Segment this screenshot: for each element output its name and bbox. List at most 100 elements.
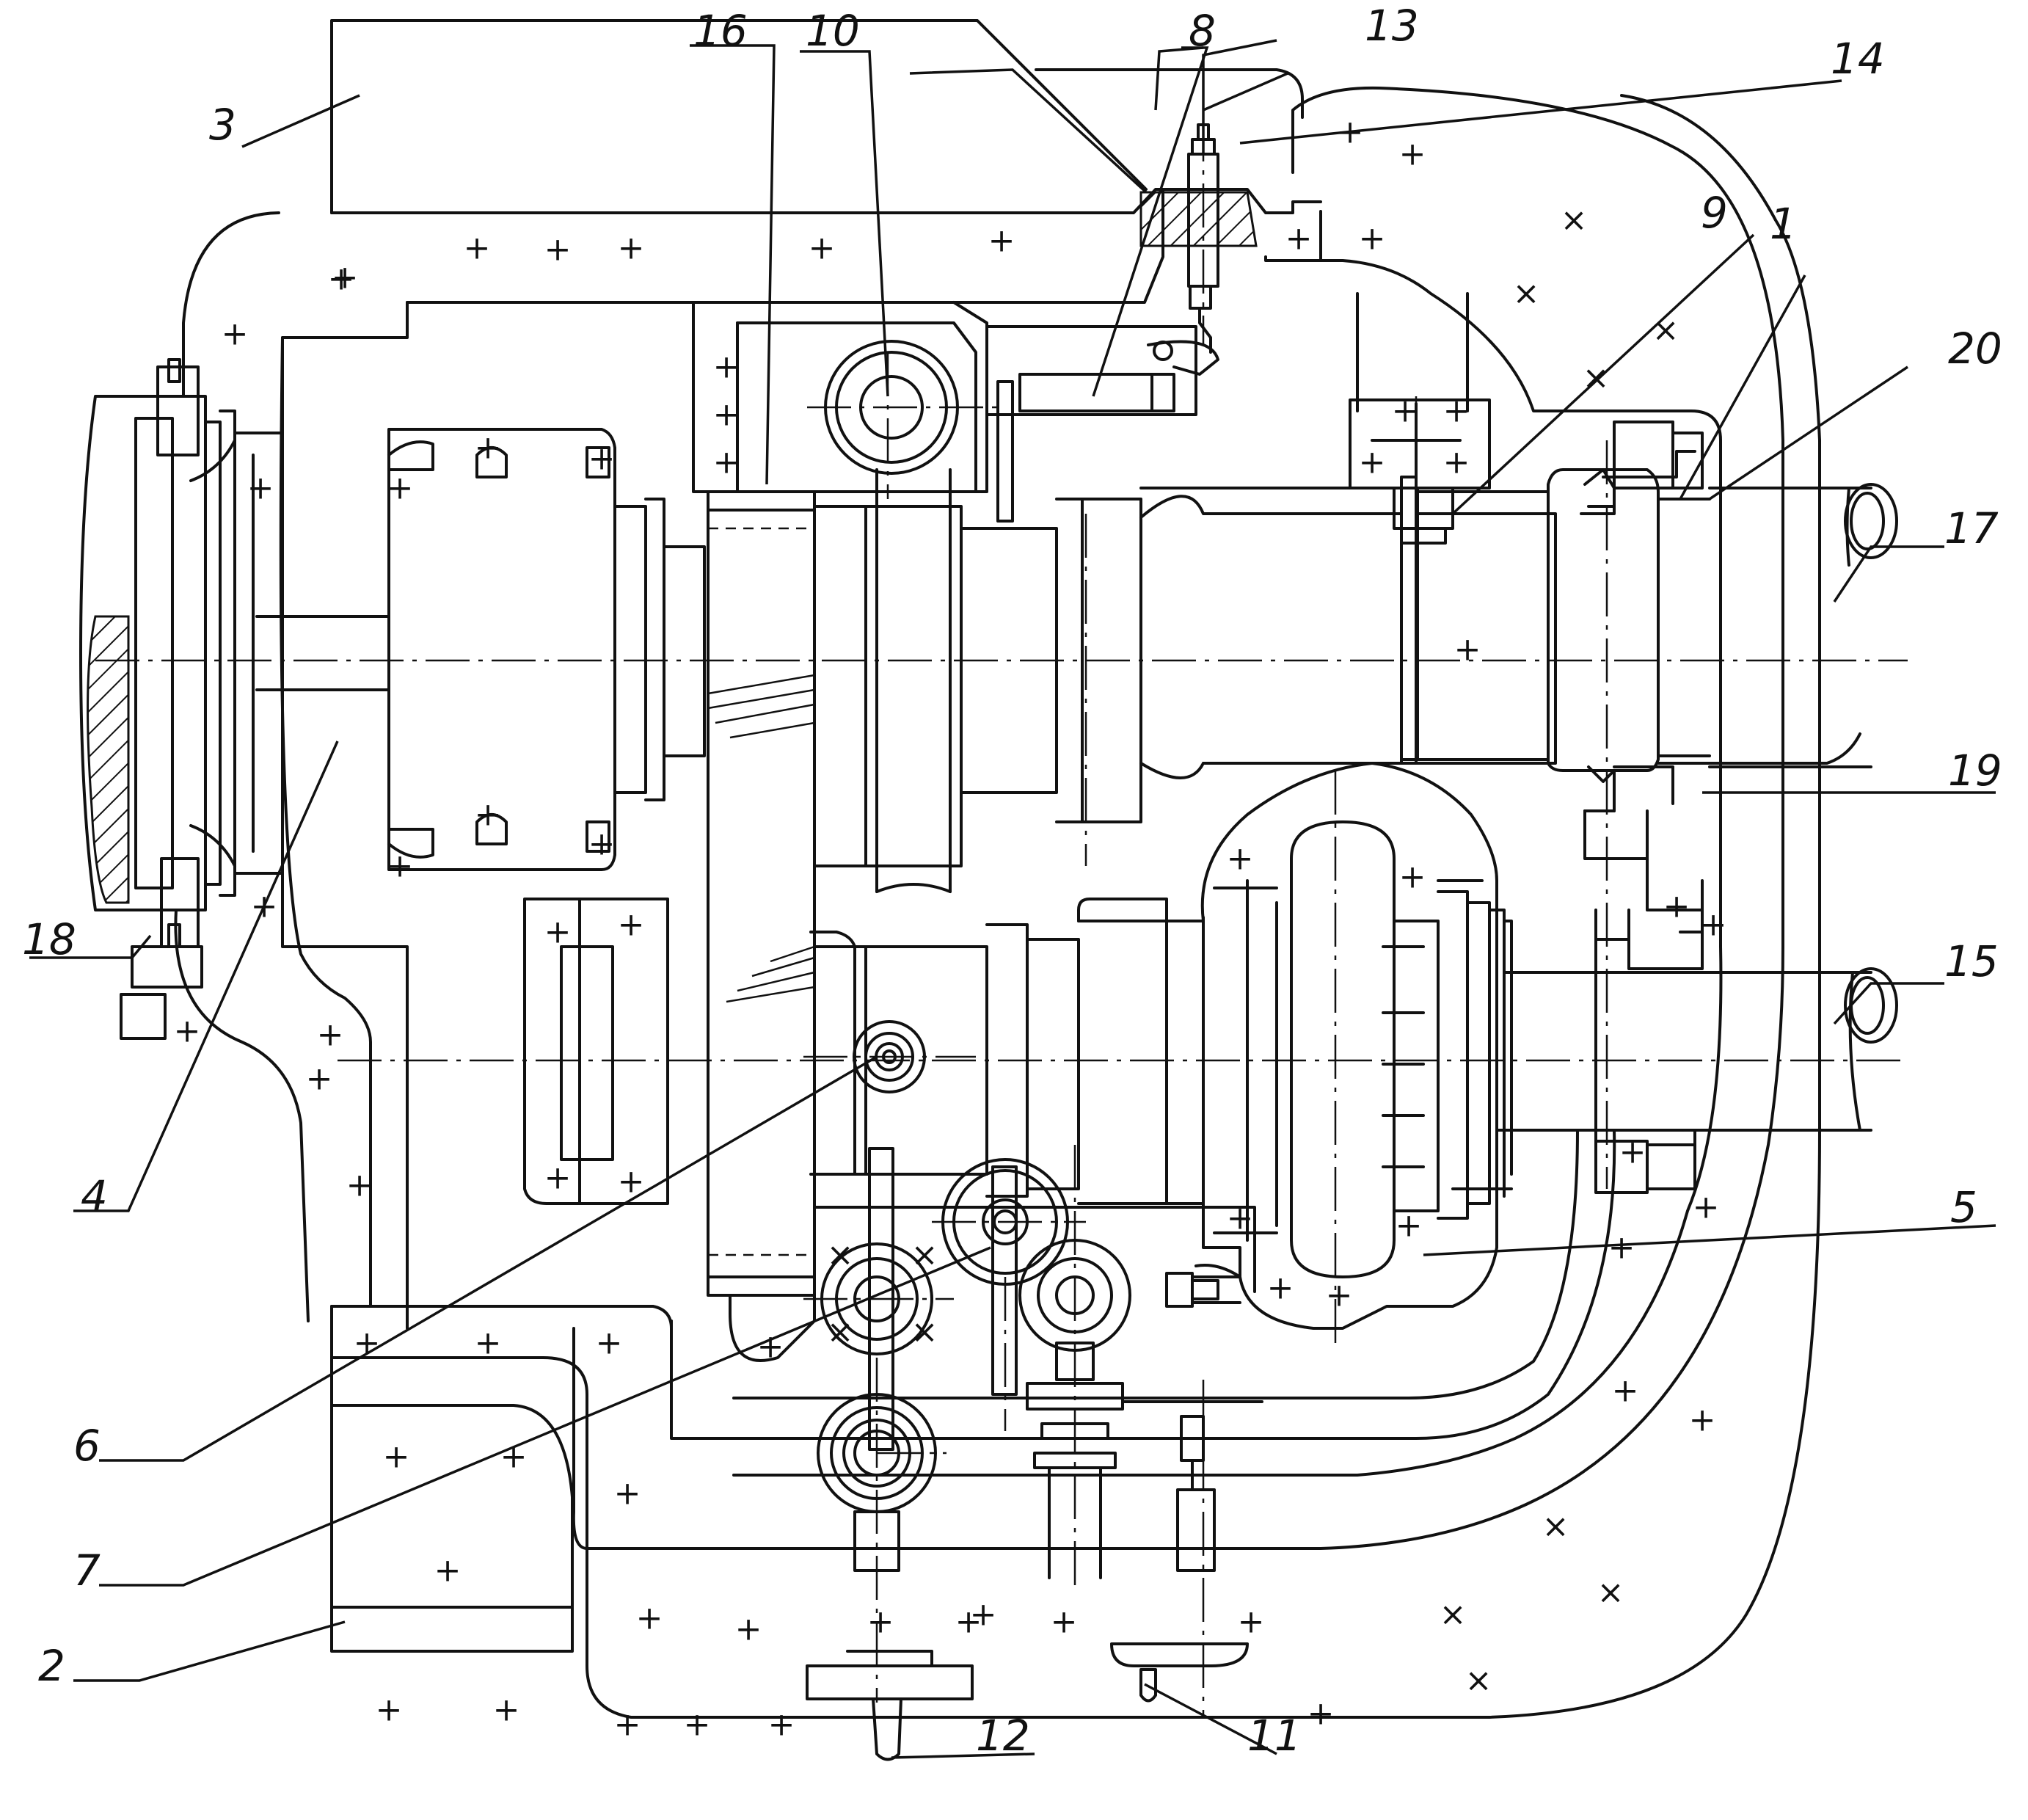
plus-mark: + bbox=[735, 1611, 762, 1648]
plus-mark: + bbox=[1399, 136, 1426, 173]
plus-mark: + bbox=[306, 1060, 333, 1098]
plus-mark: + bbox=[1454, 631, 1481, 669]
callout-6: 6 bbox=[73, 1421, 101, 1471]
plus-mark: + bbox=[434, 1552, 462, 1590]
plus-mark: + bbox=[1399, 859, 1426, 896]
plus-mark: + bbox=[222, 316, 249, 353]
plus-mark: + bbox=[618, 906, 645, 944]
housing-top-block bbox=[330, 19, 1304, 214]
callout-11: 11 bbox=[1247, 1711, 1302, 1761]
callout-9: 9 bbox=[1701, 188, 1728, 238]
callout-8: 8 bbox=[1189, 6, 1216, 56]
plus-mark: + bbox=[867, 1604, 894, 1641]
plus-mark: + bbox=[596, 1325, 623, 1362]
plus-mark: + bbox=[757, 1328, 784, 1366]
callout-leaders bbox=[29, 39, 1996, 1759]
plus-mark: + bbox=[387, 470, 414, 507]
callout-5: 5 bbox=[1950, 1182, 1977, 1232]
plus-mark: + bbox=[1700, 906, 1727, 944]
callout-4: 4 bbox=[81, 1171, 108, 1221]
plus-mark: + bbox=[713, 349, 740, 386]
plus-mark: + bbox=[247, 470, 274, 507]
plus-mark: + bbox=[1392, 393, 1419, 430]
callout-16: 16 bbox=[693, 6, 748, 56]
plus-mark: + bbox=[684, 1706, 711, 1744]
cross-mark: × bbox=[1513, 275, 1540, 313]
plus-mark: + bbox=[1663, 888, 1690, 925]
cross-mark: × bbox=[1597, 1574, 1624, 1612]
plus-mark: + bbox=[1359, 220, 1386, 258]
cross-mark: × bbox=[1542, 1508, 1569, 1546]
callout-17: 17 bbox=[1944, 503, 1999, 553]
cross-mark: × bbox=[827, 1314, 854, 1351]
callout-13: 13 bbox=[1365, 1, 1419, 51]
input-coupling-4 bbox=[277, 428, 706, 871]
plus-mark: + bbox=[1693, 1189, 1720, 1226]
callout-3: 3 bbox=[209, 100, 236, 150]
callout-10: 10 bbox=[806, 6, 860, 56]
plus-mark: + bbox=[713, 396, 740, 434]
cross-mark: × bbox=[827, 1237, 854, 1274]
callout-labels: 1 2 3 4 5 6 7 8 9 10 11 12 13 14 15 16 1… bbox=[22, 1, 2002, 1761]
plus-mark: + bbox=[970, 1596, 997, 1634]
center-lines bbox=[95, 117, 1908, 1717]
plus-mark: + bbox=[636, 1600, 663, 1637]
torque-converter-5 bbox=[1077, 762, 1513, 1330]
plus-mark: + bbox=[1396, 1207, 1423, 1245]
plus-mark: + bbox=[354, 1325, 381, 1362]
lower-foot-2 bbox=[330, 94, 1821, 1719]
plus-mark: + bbox=[618, 230, 645, 267]
plus-mark: + bbox=[809, 230, 836, 267]
plus-mark: + bbox=[174, 1013, 201, 1050]
cross-mark: × bbox=[911, 1237, 938, 1274]
plus-mark: + bbox=[332, 259, 359, 296]
plus-mark: + bbox=[376, 1692, 403, 1729]
plus-mark: + bbox=[1285, 220, 1313, 258]
lower-gear-block bbox=[523, 898, 1256, 1362]
cross-mark: × bbox=[911, 1314, 938, 1351]
plus-mark: + bbox=[1443, 393, 1470, 430]
main-casing bbox=[174, 188, 1322, 1330]
oil-duct-14 bbox=[572, 86, 1784, 1550]
valve-13 bbox=[1139, 123, 1258, 354]
plus-mark: + bbox=[383, 1438, 410, 1476]
plus-mark: + bbox=[1608, 1229, 1635, 1267]
plus-mark: + bbox=[544, 1160, 572, 1197]
plus-mark: + bbox=[1612, 1372, 1639, 1410]
plus-mark: + bbox=[475, 796, 502, 834]
callout-12: 12 bbox=[976, 1711, 1030, 1761]
callout-19: 19 bbox=[1948, 746, 2002, 796]
plus-mark: + bbox=[1267, 1270, 1294, 1307]
plus-mark: + bbox=[475, 1325, 502, 1362]
screws-11-12 bbox=[806, 1642, 1249, 1761]
plus-mark: + bbox=[346, 1167, 373, 1204]
plus-mark: + bbox=[464, 230, 491, 267]
callout-7: 7 bbox=[73, 1546, 101, 1595]
input-shaft-15 bbox=[1495, 967, 1898, 1194]
callout-1: 1 bbox=[1770, 199, 1797, 249]
plus-mark: + bbox=[614, 1475, 641, 1513]
cross-mark: × bbox=[1465, 1662, 1492, 1700]
callout-18: 18 bbox=[22, 914, 76, 964]
cross-mark: × bbox=[1561, 202, 1588, 239]
oil-pumps-6-7 bbox=[817, 1147, 1263, 1579]
plus-mark: + bbox=[614, 1706, 641, 1744]
plus-mark: + bbox=[988, 222, 1015, 260]
plus-mark: + bbox=[1619, 1134, 1646, 1171]
callout-15: 15 bbox=[1944, 936, 1999, 986]
plus-mark: + bbox=[955, 1604, 982, 1641]
left-shaft-seal bbox=[79, 358, 284, 1040]
plus-mark: + bbox=[544, 231, 572, 269]
plus-mark: + bbox=[1443, 444, 1470, 481]
callout-2: 2 bbox=[38, 1641, 65, 1691]
plus-mark: + bbox=[544, 914, 572, 951]
callout-14: 14 bbox=[1831, 34, 1885, 84]
plus-mark: + bbox=[317, 1016, 344, 1054]
section-marks: + + + + + + + + + + + + + + + + + + + + + + + + + + + + + + + + + + + + + + + +… bbox=[174, 114, 1727, 1744]
plus-mark: + bbox=[1359, 444, 1386, 481]
plus-mark: + bbox=[713, 444, 740, 481]
plus-mark: + bbox=[1238, 1604, 1265, 1641]
right-seals bbox=[1580, 421, 1704, 1146]
callout-20: 20 bbox=[1948, 324, 2002, 374]
